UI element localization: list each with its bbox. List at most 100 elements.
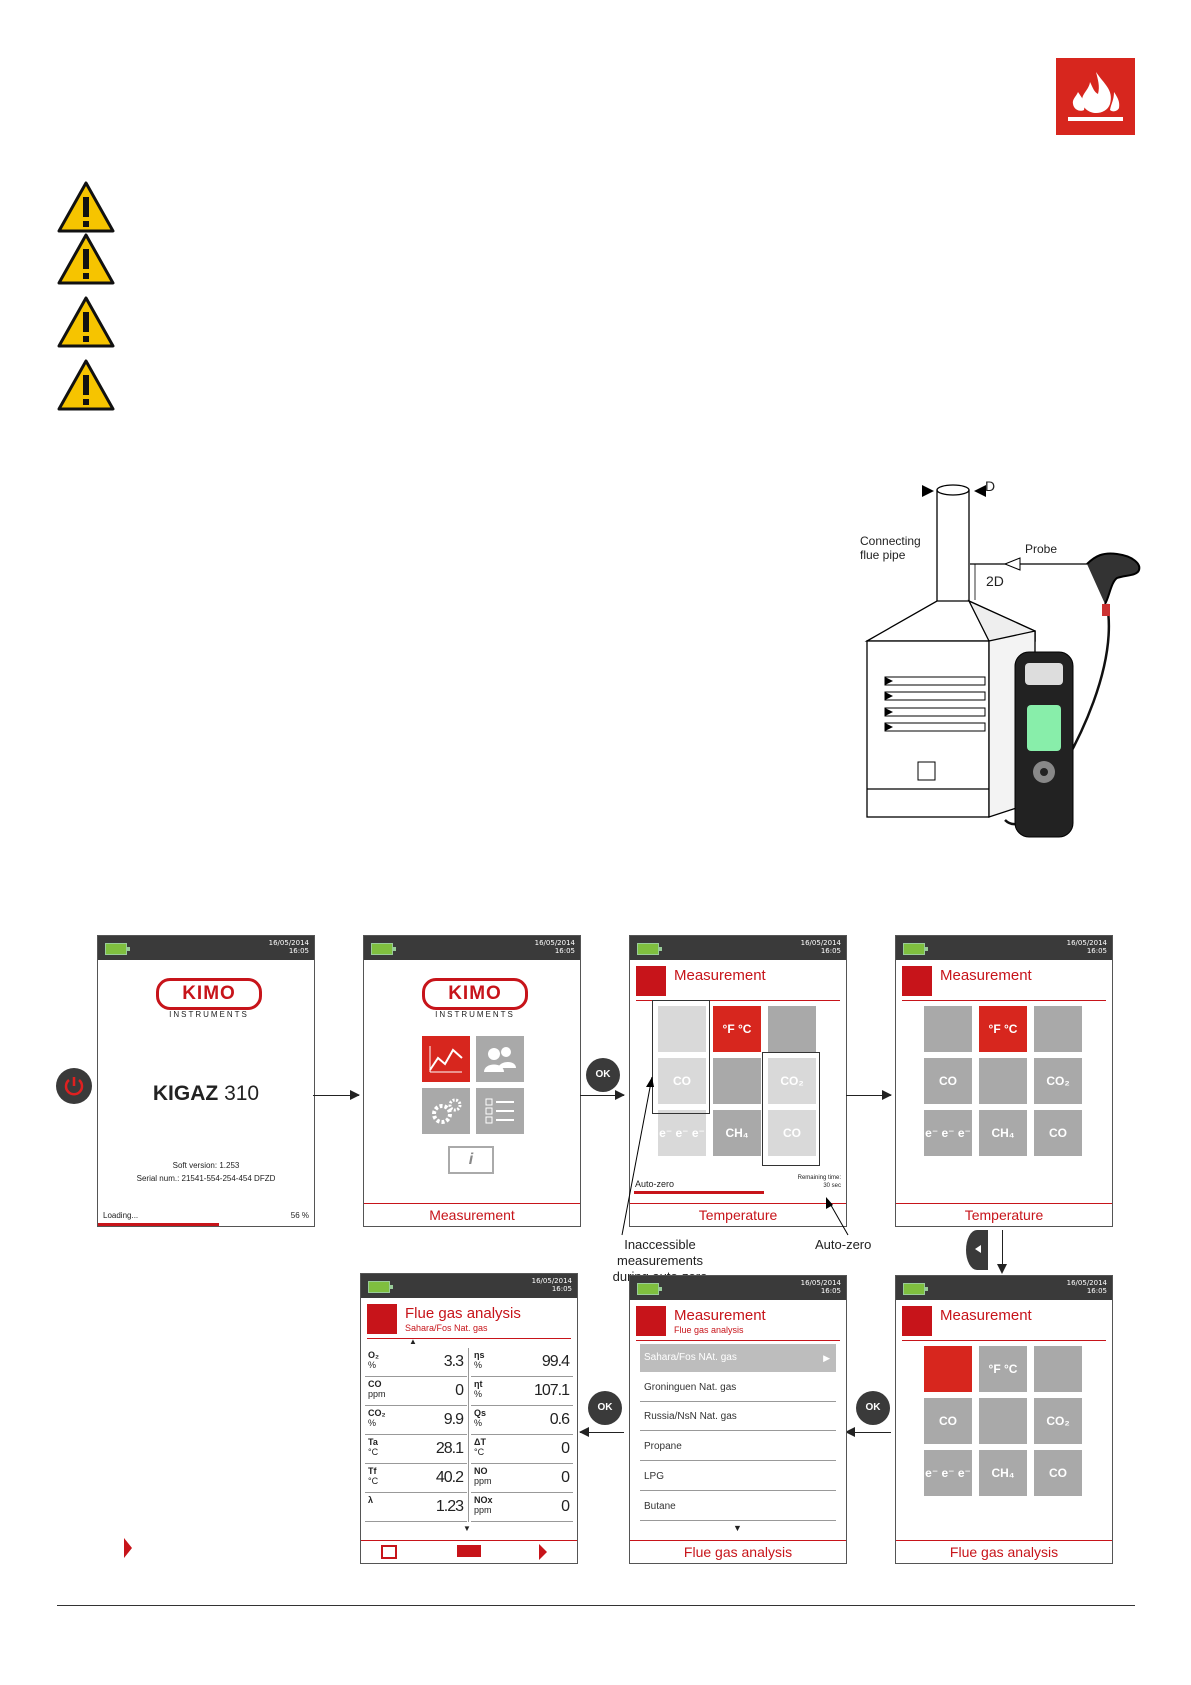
measurement-header: Measurement: [902, 964, 1106, 1001]
temperature-tile[interactable]: °F °C: [979, 1346, 1027, 1392]
autozero-label: Auto-zero: [635, 1179, 675, 1189]
measurement-menu-icon[interactable]: [422, 1036, 470, 1082]
info-button[interactable]: i: [448, 1146, 494, 1174]
co2-tile[interactable]: CO₂: [1034, 1398, 1082, 1444]
header-title: Measurement: [674, 1307, 766, 1324]
ionization-tile[interactable]: e⁻ e⁻ e⁻: [924, 1110, 972, 1156]
co2-tile[interactable]: CO₂: [1034, 1058, 1082, 1104]
warning-icon: [57, 359, 115, 411]
battery-icon: [105, 943, 130, 955]
draft-tile[interactable]: [1034, 1346, 1082, 1392]
screen-footer-label: Measurement: [364, 1203, 580, 1226]
battery-icon: [637, 1283, 662, 1295]
ionization-tile: e⁻ e⁻ e⁻: [658, 1110, 706, 1156]
gas-option[interactable]: LPG: [640, 1463, 836, 1491]
warning-icon: [57, 233, 115, 285]
gas-option[interactable]: Sahara/Fos NAt. gas▶: [640, 1344, 836, 1372]
users-menu-icon[interactable]: [476, 1036, 524, 1082]
gas-option[interactable]: Groninguen Nat. gas: [640, 1374, 836, 1402]
flame-tile: [658, 1006, 706, 1052]
ch4-tile[interactable]: CH₄: [979, 1110, 1027, 1156]
flame-tile[interactable]: [924, 1006, 972, 1052]
diagram-label-probe: Probe: [1025, 542, 1058, 556]
header-title: Flue gas analysis: [405, 1305, 521, 1322]
measurement-icon: [636, 1306, 666, 1336]
serial-number: Serial num.: 21541-554-254-454 DFZD: [136, 1174, 276, 1183]
result-unit: °C: [474, 1447, 485, 1457]
result-unit: %: [474, 1360, 483, 1370]
probe-tile[interactable]: [979, 1398, 1027, 1444]
caption-inaccessible: Inaccessible measurementsduring auto-zer…: [613, 1237, 708, 1284]
co2-tile: CO₂: [768, 1058, 816, 1104]
soft-version: Soft version: 1.253: [172, 1161, 240, 1170]
battery-icon: [368, 1281, 393, 1293]
result-cell: CO₂%9.9: [365, 1406, 467, 1435]
result-label: ΔT: [474, 1437, 486, 1447]
temperature-tile[interactable]: °F °C: [979, 1006, 1027, 1052]
co-tile[interactable]: CO: [924, 1398, 972, 1444]
gas-option[interactable]: Butane: [640, 1493, 836, 1521]
flame-logo-icon: [1056, 58, 1135, 135]
result-label: NOx: [474, 1495, 493, 1505]
result-label-group: ηs%: [474, 1350, 485, 1370]
ambient-co-tile[interactable]: CO: [1034, 1450, 1082, 1496]
ok-button[interactable]: OK: [588, 1391, 622, 1425]
draft-tile[interactable]: [768, 1006, 816, 1052]
gas-option[interactable]: Propane: [640, 1433, 836, 1461]
inaccessible-outline: [762, 1052, 820, 1166]
caption-pointer-lines: [621, 1076, 849, 1236]
probe-tile[interactable]: [979, 1058, 1027, 1104]
draft-tile[interactable]: [1034, 1006, 1082, 1052]
scroll-down-icon[interactable]: ▼: [733, 1523, 742, 1533]
result-unit: °C: [368, 1447, 379, 1457]
left-key-button[interactable]: [966, 1230, 988, 1270]
header-title: Measurement: [940, 967, 1032, 984]
result-label: O₂: [368, 1350, 379, 1360]
result-value: 0.6: [549, 1411, 570, 1428]
header-subtitle: Flue gas analysis: [674, 1325, 744, 1335]
gas-option[interactable]: Russia/NsN Nat. gas: [640, 1403, 836, 1431]
flame-tile[interactable]: [924, 1346, 972, 1392]
result-label: CO: [368, 1379, 382, 1389]
caption-autozero: Auto-zero: [815, 1237, 872, 1252]
result-label-group: ηt%: [474, 1379, 483, 1399]
co-tile[interactable]: CO: [924, 1058, 972, 1104]
autozero-progress-bar: [634, 1191, 764, 1194]
ambient-co-tile[interactable]: CO: [1034, 1110, 1082, 1156]
result-cell: ηt%107.1: [471, 1377, 573, 1406]
boiler-probe-diagram: [864, 484, 1141, 838]
scroll-down-icon[interactable]: ▼: [463, 1524, 471, 1533]
ok-button[interactable]: OK: [856, 1391, 890, 1425]
kimo-instruments: INSTRUMENTS: [435, 1010, 515, 1019]
flow-arrow-left: [579, 1427, 624, 1437]
checklist-menu-icon[interactable]: [476, 1088, 524, 1134]
settings-menu-icon[interactable]: [422, 1088, 470, 1134]
scroll-up-icon[interactable]: ▲: [409, 1337, 417, 1346]
ok-button[interactable]: OK: [586, 1058, 620, 1092]
ch4-tile[interactable]: CH₄: [713, 1110, 761, 1156]
result-label: Qs: [474, 1408, 487, 1418]
remaining-time: Remaining time:30 sec: [797, 1175, 841, 1189]
temperature-tile[interactable]: °F °C: [713, 1006, 761, 1052]
power-icon: [64, 1077, 84, 1096]
ch4-tile[interactable]: CH₄: [979, 1450, 1027, 1496]
power-button[interactable]: [56, 1068, 92, 1104]
probe-tile[interactable]: [713, 1058, 761, 1104]
ionization-tile[interactable]: e⁻ e⁻ e⁻: [924, 1450, 972, 1496]
next-arrow-icon[interactable]: [539, 1544, 547, 1560]
result-value: 0: [561, 1498, 570, 1515]
save-icon[interactable]: [381, 1545, 397, 1559]
battery-icon: [637, 943, 662, 955]
print-icon[interactable]: [457, 1545, 481, 1557]
result-value: 0: [455, 1382, 464, 1399]
arrowhead-down: [997, 1264, 1007, 1274]
flow-arrow: [846, 1090, 892, 1100]
